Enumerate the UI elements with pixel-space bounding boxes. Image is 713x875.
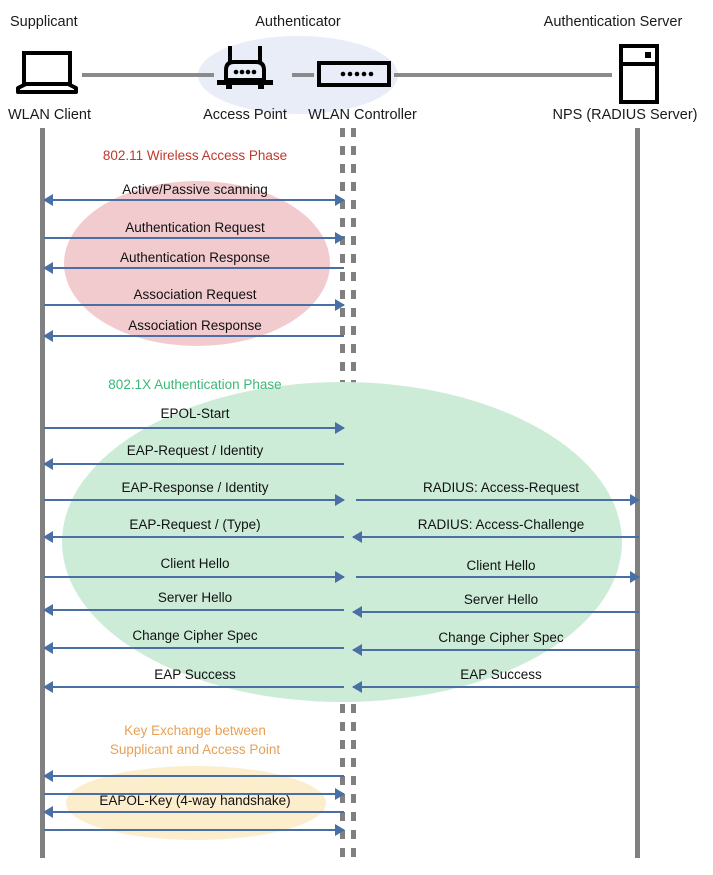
message-label: Authentication Response <box>119 250 271 265</box>
message-label: Change Cipher Spec <box>438 630 564 645</box>
actor-device-access-point: Access Point <box>203 107 287 123</box>
message-arrow <box>44 231 345 245</box>
link-controller-to-server <box>394 73 612 77</box>
message-arrow <box>43 769 344 783</box>
message-arrow <box>44 298 345 312</box>
message-arrow <box>43 193 344 207</box>
message-arrow <box>352 605 639 619</box>
message-arrow <box>44 421 345 435</box>
actor-role-auth-server: Authentication Server <box>543 14 683 30</box>
message-label: EAP-Request / Identity <box>126 443 264 458</box>
phase-ellipse-key-exchange <box>66 766 326 840</box>
phase-label-key-exchange-line2: Supplicant and Access Point <box>109 742 281 757</box>
message-arrow <box>352 680 639 694</box>
message-label: Active/Passive scanning <box>122 182 268 197</box>
message-arrow <box>43 530 344 544</box>
message-label: EAP-Request / (Type) <box>129 517 261 532</box>
message-arrow <box>43 680 344 694</box>
message-label: EAPOL-Key (4-way handshake) <box>99 793 291 808</box>
message-arrow <box>352 530 639 544</box>
message-label: EAP-Response / Identity <box>121 480 269 495</box>
phase-label-key-exchange-line1: Key Exchange between <box>124 723 266 738</box>
message-label: RADIUS: Access-Request <box>422 480 580 495</box>
message-arrow <box>43 641 344 655</box>
lifeline-auth-server <box>635 128 640 858</box>
message-arrow <box>43 457 344 471</box>
actor-device-wlan-controller: WLAN Controller <box>308 107 417 123</box>
network-switch-icon <box>317 61 391 92</box>
message-label: Association Response <box>128 318 262 333</box>
message-arrow <box>352 643 639 657</box>
message-label: EPOL-Start <box>160 406 230 421</box>
message-arrow <box>44 787 345 801</box>
message-arrow <box>356 493 640 507</box>
actor-role-authenticator: Authenticator <box>255 14 341 30</box>
phase-ellipse-wireless-access <box>64 181 330 346</box>
message-label: Client Hello <box>466 558 536 573</box>
message-label: Change Cipher Spec <box>132 628 258 643</box>
message-arrow <box>43 805 344 819</box>
message-arrow <box>43 603 344 617</box>
message-arrow <box>356 570 640 584</box>
message-arrow <box>44 493 345 507</box>
phase-label-wireless-access: 802.11 Wireless Access Phase <box>102 148 288 163</box>
phase-label-dot1x-auth: 802.1X Authentication Phase <box>108 377 282 392</box>
message-label: Client Hello <box>160 556 230 571</box>
message-label: RADIUS: Access-Challenge <box>417 517 585 532</box>
wireless-access-point-icon <box>214 44 276 101</box>
actor-device-wlan-client: WLAN Client <box>8 107 91 123</box>
link-client-to-ap <box>82 73 214 77</box>
message-label: EAP Success <box>154 667 236 682</box>
message-label: Authentication Request <box>125 220 265 235</box>
laptop-icon <box>12 50 82 101</box>
server-tower-icon <box>618 43 660 110</box>
message-arrow <box>43 261 344 275</box>
message-label: Server Hello <box>157 590 233 605</box>
message-label: Association Request <box>133 287 257 302</box>
actor-role-supplicant: Supplicant <box>10 14 78 30</box>
message-arrow <box>44 823 345 837</box>
message-label: EAP Success <box>460 667 542 682</box>
link-ap-to-controller <box>292 73 314 77</box>
message-arrow <box>44 193 345 207</box>
actor-device-nps-radius-server: NPS (RADIUS Server) <box>552 107 698 123</box>
message-label: Server Hello <box>463 592 539 607</box>
lifeline-supplicant <box>40 128 45 858</box>
message-arrow <box>43 329 344 343</box>
message-arrow <box>44 570 345 584</box>
